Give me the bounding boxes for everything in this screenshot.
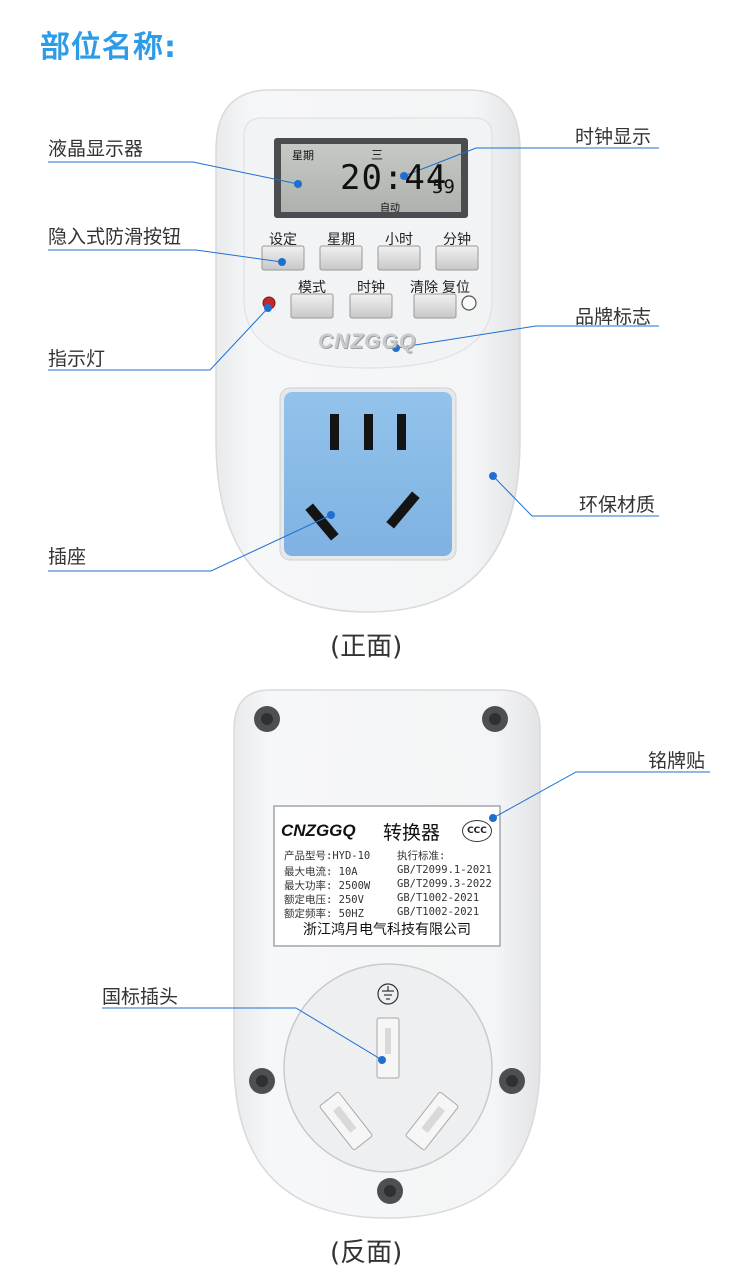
callout-material: 环保材质	[579, 494, 656, 516]
mode-button	[290, 293, 334, 319]
weekday-button	[319, 245, 363, 271]
mode-button-label[interactable]: 模式	[298, 280, 326, 296]
front-device	[215, 89, 521, 613]
reset-hole	[461, 295, 477, 311]
weekday-button-label[interactable]: 星期	[327, 232, 355, 248]
callout-indicator: 指示灯	[48, 348, 106, 370]
lcd-time: 20:44	[340, 158, 448, 198]
callout-hidden-button: 隐入式防滑按钮	[48, 226, 182, 248]
ground-symbol	[377, 983, 399, 1005]
front-brand-logo: CNZGGQ	[318, 330, 417, 353]
hour-button-label[interactable]: 小时	[385, 232, 413, 248]
callout-plug: 国标插头	[102, 986, 179, 1008]
plate-frequency: 额定频率: 50HZ	[284, 908, 364, 920]
callout-lines	[48, 147, 710, 1061]
minute-button-label[interactable]: 分钟	[443, 232, 471, 248]
back-device	[233, 689, 541, 1219]
plate-product: 转换器	[383, 822, 441, 844]
lcd-seconds: 59	[432, 176, 455, 198]
callout-nameplate: 铭牌贴	[648, 750, 706, 772]
clear-button-label[interactable]: 清除	[410, 280, 438, 296]
clock-button-label[interactable]: 时钟	[357, 280, 385, 296]
lcd-weekday-label: 星期	[292, 149, 314, 162]
minute-button	[435, 245, 479, 271]
set-button	[261, 245, 305, 271]
callout-socket: 插座	[48, 546, 87, 568]
plate-standard-label: 执行标准:	[397, 850, 446, 862]
callout-lcd: 液晶显示器	[48, 138, 144, 160]
plate-current: 最大电流: 10A	[284, 866, 358, 878]
plate-model: 产品型号:HYD-10	[284, 850, 371, 862]
callout-clock: 时钟显示	[575, 126, 652, 148]
plate-std4: GB/T1002-2021	[397, 906, 480, 918]
lcd-screen	[281, 144, 461, 212]
hour-button	[377, 245, 421, 271]
plate-std1: GB/T2099.1-2021	[397, 864, 492, 876]
plate-std3: GB/T1002-2021	[397, 892, 480, 904]
plate-voltage: 额定电压: 250V	[284, 894, 364, 906]
set-button-label[interactable]: 设定	[269, 232, 297, 248]
clear-button	[413, 293, 457, 319]
socket-face	[284, 392, 452, 556]
callout-brand-logo: 品牌标志	[575, 306, 652, 328]
front-caption: (正面)	[330, 632, 403, 662]
lcd-mode: 自动	[380, 203, 400, 214]
lcd-weekday-value: 三	[371, 148, 384, 162]
page-title: 部位名称:	[40, 30, 177, 65]
back-caption: (反面)	[330, 1238, 403, 1268]
plate-std2: GB/T2099.3-2022	[397, 878, 492, 890]
reset-label[interactable]: 复位	[442, 280, 470, 296]
ccc-icon: CCC	[462, 820, 492, 842]
plate-company: 浙江鸿月电气科技有限公司	[303, 922, 471, 938]
callout-dots	[264, 172, 497, 1064]
plate-brand: CNZGGQ	[281, 821, 356, 840]
plate-power: 最大功率: 2500W	[284, 880, 371, 892]
clock-button	[349, 293, 393, 319]
